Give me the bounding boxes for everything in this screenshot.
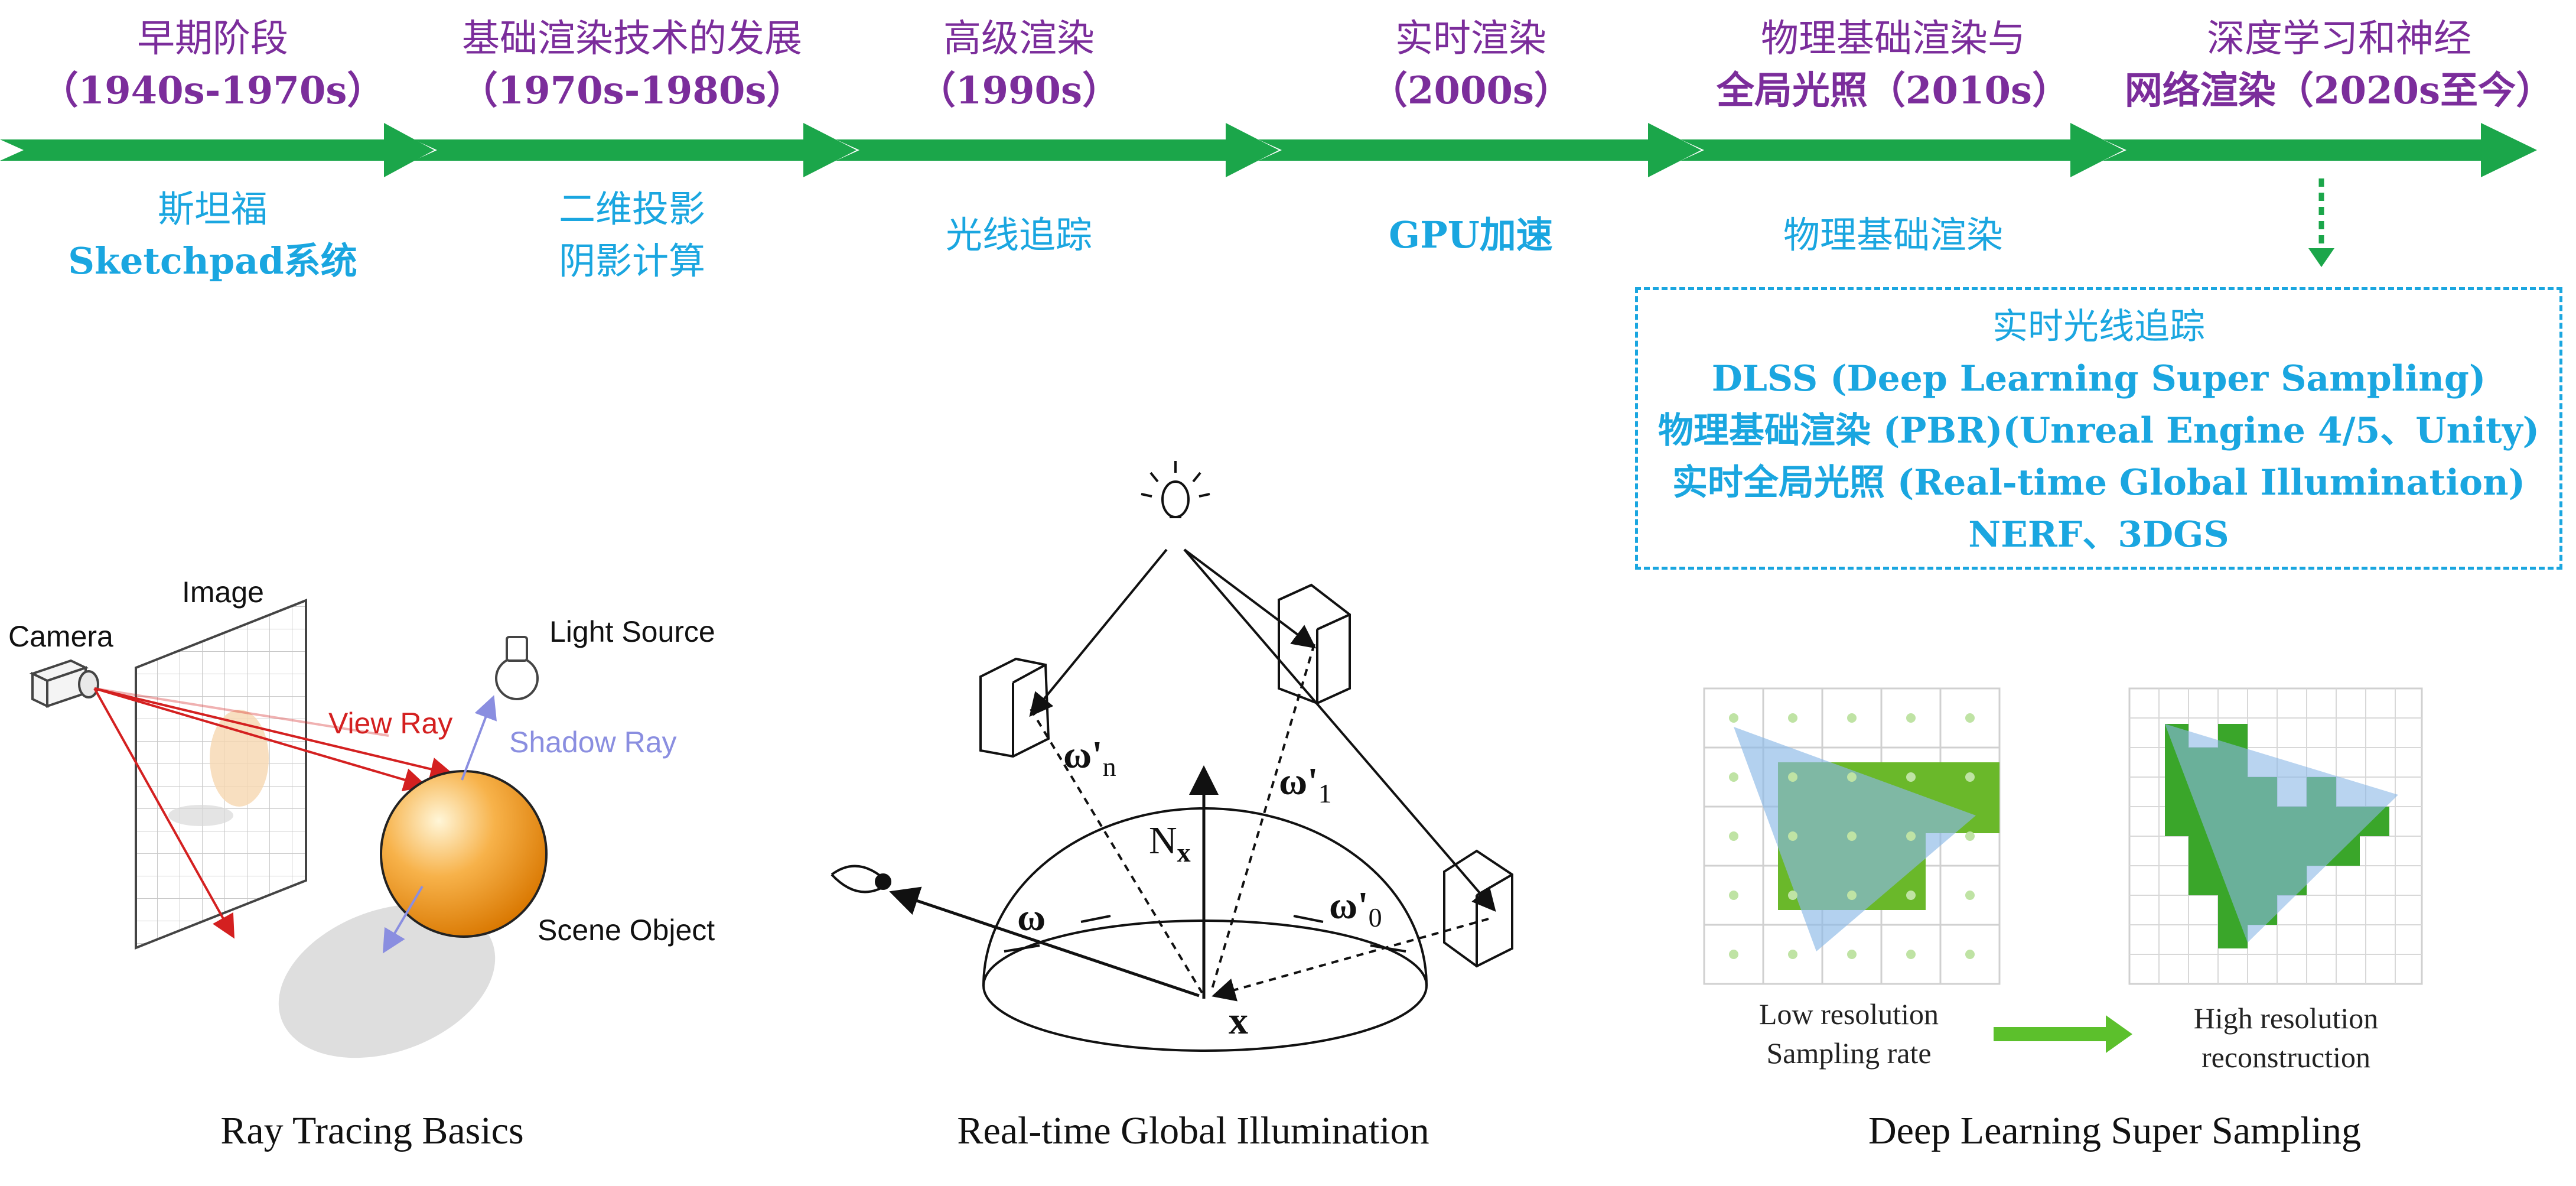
stage-4-name: 实时渲染 bbox=[1395, 17, 1546, 61]
stage-1-years: （1940s-1970s） bbox=[40, 69, 385, 113]
stage-5-name: 物理基础渲染与 bbox=[1761, 17, 2025, 61]
high-res-label: High resolution reconstruction bbox=[2138, 999, 2434, 1077]
stage-6: 深度学习和神经 网络渲染（2020s至今） bbox=[2103, 13, 2575, 117]
caption-ray-tracing: Ray Tracing Basics bbox=[220, 1109, 524, 1152]
ray-tracing-figure bbox=[29, 599, 548, 1058]
stage-2: 基础渲染技术的发展 （1970s-1980s） bbox=[419, 13, 845, 117]
gi-light-icon bbox=[1141, 461, 1210, 518]
stage-5-years: 全局光照（2010s） bbox=[1716, 69, 2070, 113]
modern-item-5: NERF、3DGS bbox=[1968, 514, 2229, 555]
dlss-arrow bbox=[1994, 1015, 2132, 1053]
stage-5: 物理基础渲染与 全局光照（2010s） bbox=[1681, 13, 2106, 117]
stage-3: 高级渲染 （1990s） bbox=[806, 13, 1232, 117]
down-arrow bbox=[2308, 178, 2334, 267]
tech-3-line-1: 光线追踪 bbox=[945, 213, 1092, 256]
stage-4-years: （2000s） bbox=[1369, 69, 1572, 113]
tech-stage-1: 斯坦福 Sketchpad系统 bbox=[0, 183, 425, 287]
label-omega-0: ω'0 bbox=[1329, 883, 1382, 933]
modern-item-3: 物理基础渲染 (PBR)(Unreal Engine 4/5、Unity) bbox=[1658, 410, 2539, 451]
caption-global-illumination: Real-time Global Illumination bbox=[957, 1109, 1429, 1152]
modern-techniques-box: 实时光线追踪 DLSS (Deep Learning Super Samplin… bbox=[1635, 287, 2562, 570]
tech-2-line-1: 二维投影 bbox=[558, 187, 705, 230]
stage-2-years: （1970s-1980s） bbox=[460, 69, 805, 113]
high-res-label-1: High resolution bbox=[2193, 1002, 2379, 1035]
label-camera: Camera bbox=[8, 620, 113, 653]
caption-dlss: Deep Learning Super Sampling bbox=[1868, 1109, 2361, 1152]
modern-item-4: 实时全局光照 (Real-time Global Illumination) bbox=[1672, 462, 2526, 503]
timeline-arrow-2 bbox=[413, 123, 857, 177]
tech-4-line-1: GPU加速 bbox=[1389, 213, 1553, 256]
stage-6-years: 网络渲染（2020s至今） bbox=[2124, 69, 2554, 113]
eye-icon bbox=[831, 865, 891, 893]
timeline-arrow-6 bbox=[2103, 123, 2537, 177]
label-omega-n: ω'n bbox=[1063, 733, 1116, 782]
low-res-label-1: Low resolution bbox=[1758, 997, 1939, 1031]
modern-item-1: 实时光线追踪 bbox=[1992, 306, 2205, 347]
stage-2-name: 基础渲染技术的发展 bbox=[462, 17, 802, 61]
label-omega-n-sub: n bbox=[1102, 752, 1116, 782]
stage-1-name: 早期阶段 bbox=[137, 17, 288, 61]
label-scene-object: Scene Object bbox=[538, 914, 715, 947]
tech-stage-2: 二维投影 阴影计算 bbox=[419, 183, 845, 287]
high-res-triangle bbox=[2165, 724, 2398, 943]
low-res-label-2: Sampling rate bbox=[1766, 1036, 1932, 1070]
label-normal-n: N bbox=[1149, 819, 1177, 862]
tech-1-line-2: Sketchpad系统 bbox=[68, 239, 357, 282]
timeline-arrows bbox=[0, 123, 2537, 177]
label-shadow-ray: Shadow Ray bbox=[509, 726, 677, 759]
timeline-arrow-4 bbox=[1258, 123, 1701, 177]
label-omega-n-main: ω' bbox=[1063, 733, 1103, 776]
tech-stage-4: GPU加速 bbox=[1258, 209, 1683, 261]
label-light-source: Light Source bbox=[549, 615, 715, 648]
timeline-arrow-5 bbox=[1681, 123, 2124, 177]
label-omega: ω bbox=[1017, 896, 1046, 939]
tech-5-line-1: 物理基础渲染 bbox=[1783, 213, 2003, 256]
stage-1: 早期阶段 （1940s-1970s） bbox=[0, 13, 425, 117]
tech-2-line-2: 阴影计算 bbox=[558, 239, 705, 282]
tech-stage-3: 光线追踪 bbox=[806, 209, 1232, 261]
label-omega-1-main: ω' bbox=[1279, 760, 1318, 803]
timeline-arrow-3 bbox=[836, 123, 1279, 177]
label-image: Image bbox=[182, 576, 264, 609]
dlss-figure bbox=[1703, 687, 2423, 1053]
patch-right bbox=[1443, 849, 1513, 968]
stage-3-name: 高级渲染 bbox=[943, 17, 1095, 61]
object-shadow bbox=[278, 904, 496, 1058]
label-omega-1: ω'1 bbox=[1279, 759, 1332, 809]
label-omega-0-main: ω' bbox=[1329, 884, 1369, 927]
camera-icon bbox=[29, 659, 99, 709]
stage-4: 实时渲染 （2000s） bbox=[1258, 13, 1683, 117]
scene-sphere bbox=[380, 770, 548, 938]
low-res-label: Low resolution Sampling rate bbox=[1701, 995, 1997, 1073]
tech-1-line-1: 斯坦福 bbox=[157, 187, 268, 230]
label-normal: Nx bbox=[1149, 818, 1191, 868]
timeline-arrow-1 bbox=[0, 123, 434, 177]
stage-6-name: 深度学习和神经 bbox=[2207, 17, 2471, 61]
high-res-label-2: reconstruction bbox=[2201, 1041, 2370, 1074]
patch-left bbox=[979, 657, 1050, 758]
label-normal-sub: x bbox=[1177, 837, 1191, 868]
light-bulb-icon bbox=[495, 636, 539, 700]
modern-item-2: DLSS (Deep Learning Super Sampling) bbox=[1711, 358, 2486, 399]
label-view-ray: View Ray bbox=[328, 707, 453, 740]
label-omega-1-sub: 1 bbox=[1318, 778, 1332, 809]
tech-stage-5: 物理基础渲染 bbox=[1681, 209, 2106, 261]
label-omega-0-sub: 0 bbox=[1368, 902, 1382, 933]
stage-3-years: （1990s） bbox=[917, 69, 1121, 113]
label-point-x: x bbox=[1229, 999, 1248, 1042]
global-illumination-figure bbox=[831, 461, 1513, 1052]
